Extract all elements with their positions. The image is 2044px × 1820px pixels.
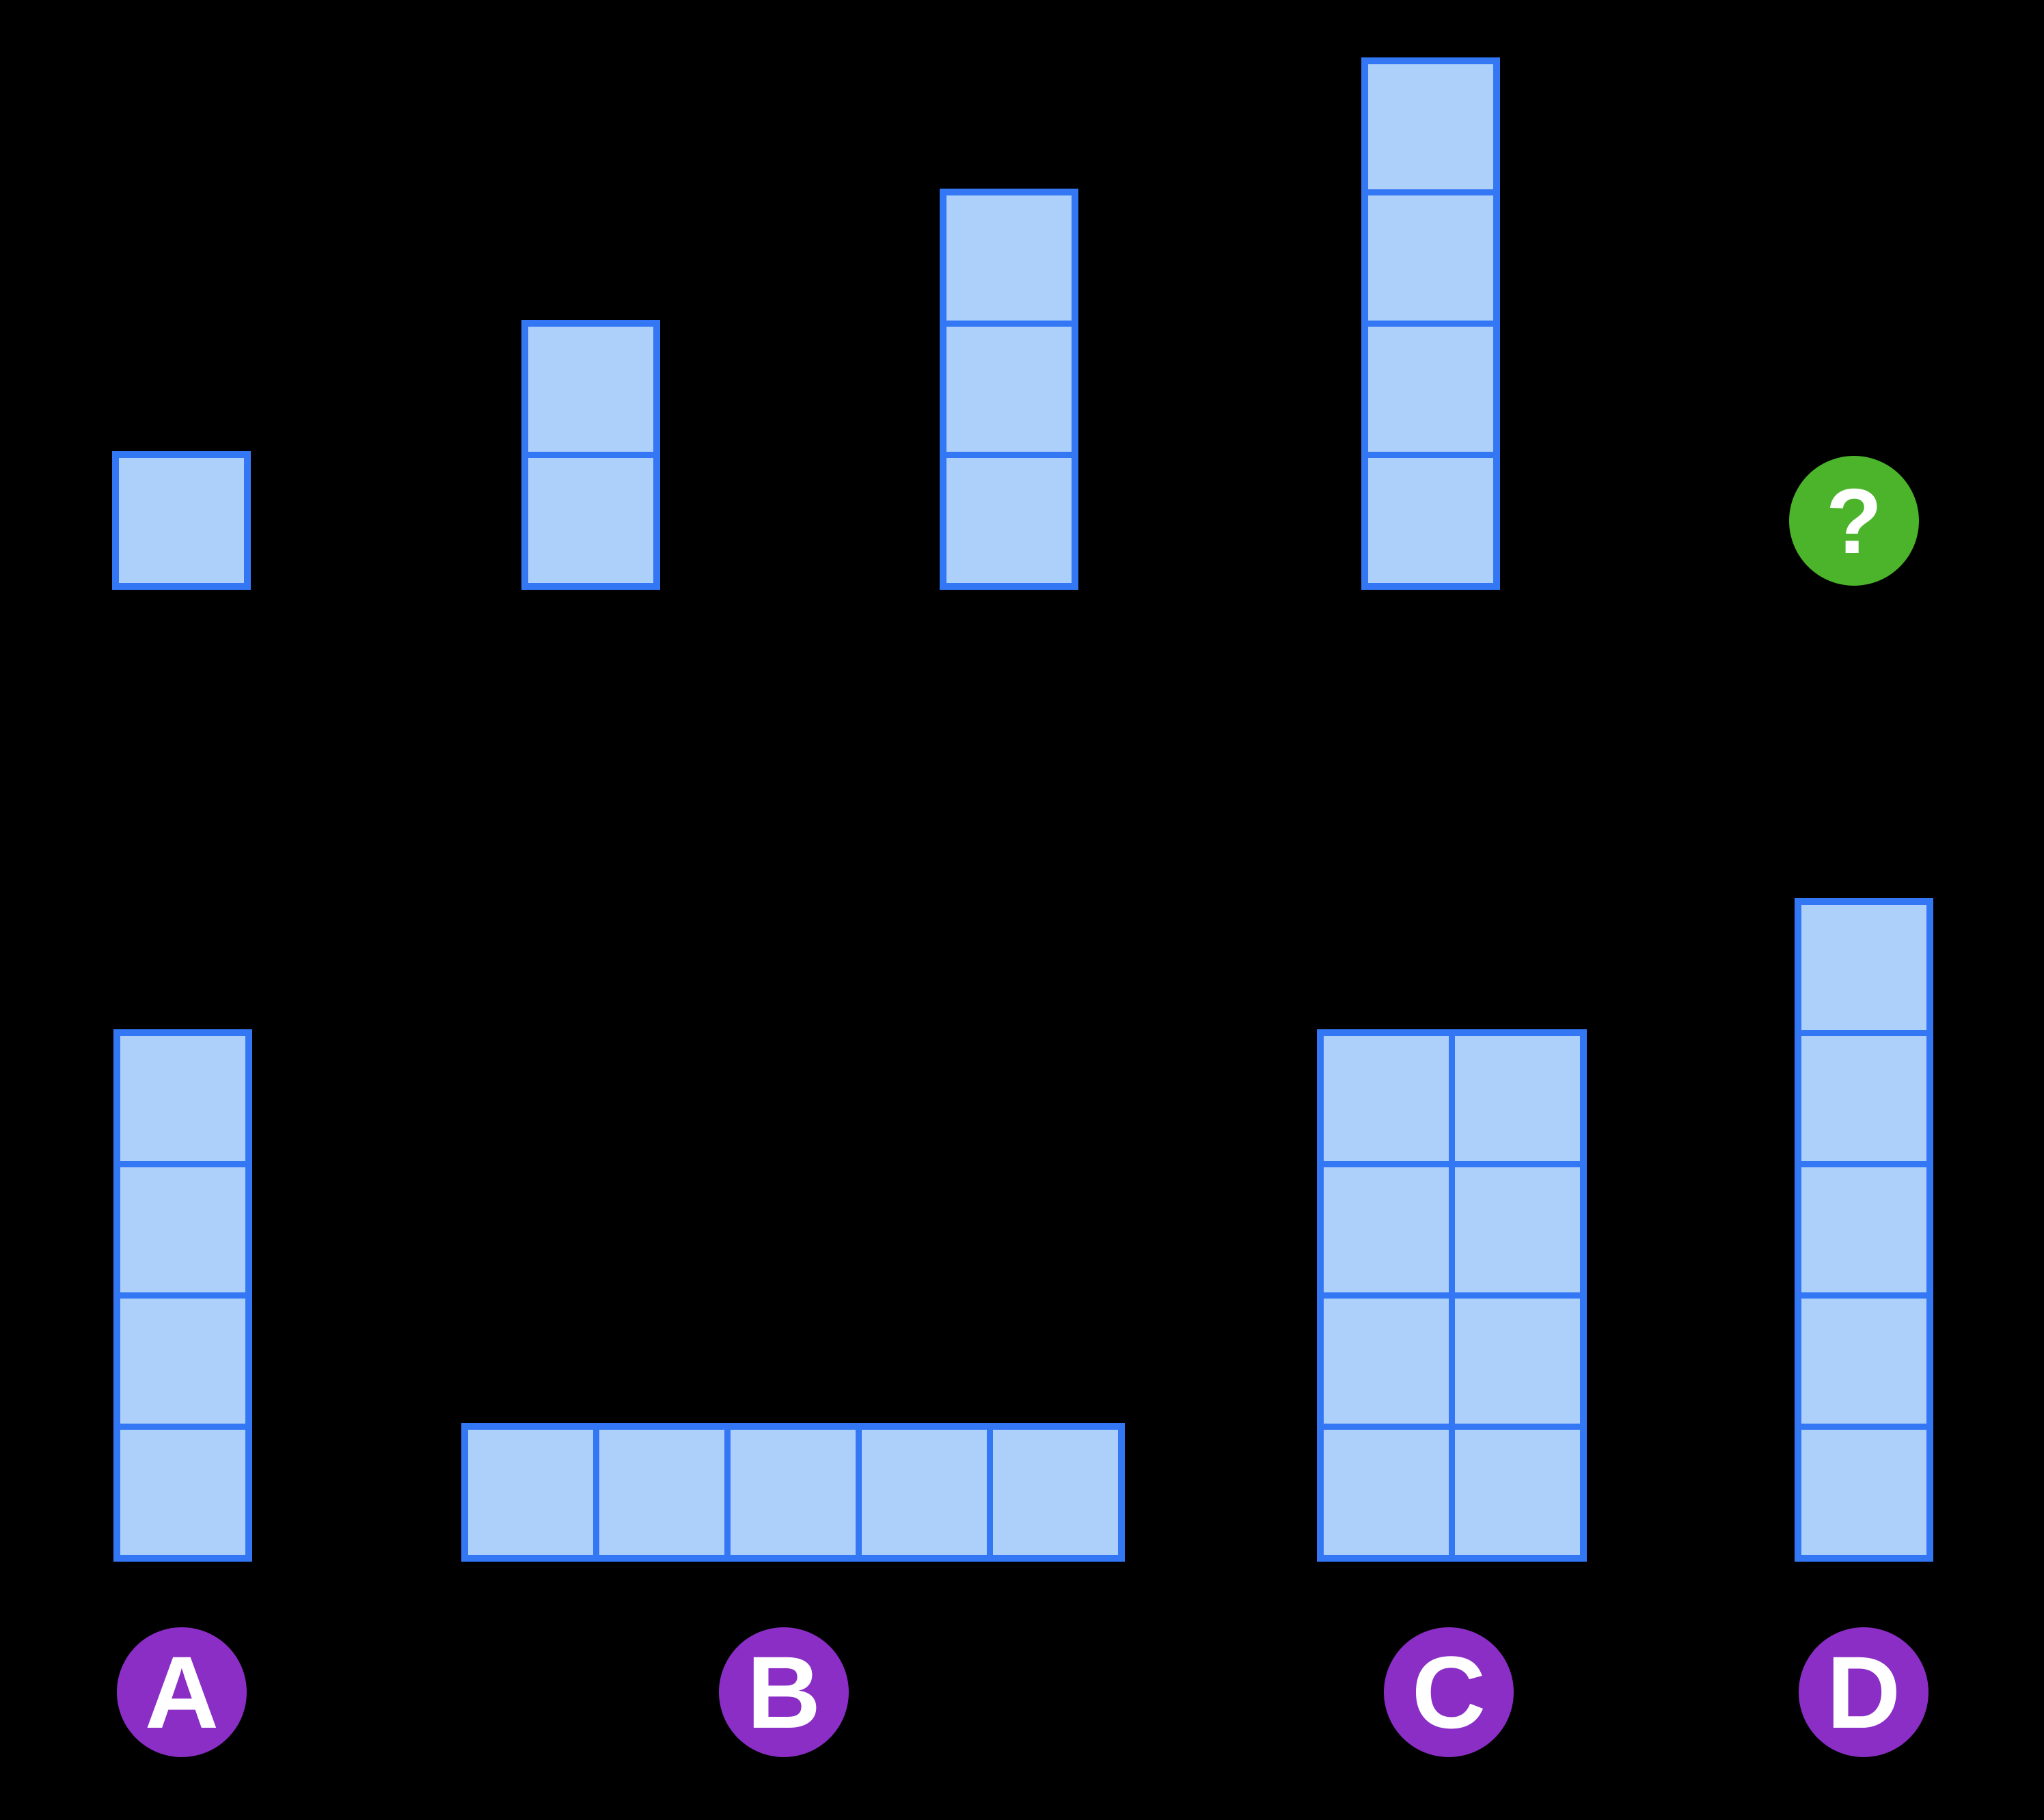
option-a-blocks[interactable] (113, 1029, 252, 1562)
option-b-badge[interactable]: B (719, 1627, 849, 1757)
option-d-blocks[interactable] (1795, 898, 1933, 1562)
block-cell (1801, 1167, 1926, 1292)
block-cell (993, 1430, 1118, 1555)
block-cell (120, 1299, 245, 1424)
block-cell (731, 1430, 856, 1555)
block-cell (1455, 1299, 1580, 1424)
sequence-tower-2 (521, 320, 660, 590)
block-cell (946, 327, 1072, 452)
block-cell (1368, 458, 1493, 583)
block-cell (120, 1430, 245, 1555)
block-cell (1368, 195, 1493, 321)
question-mark-circle: ? (1789, 456, 1919, 586)
block-cell (1801, 905, 1926, 1030)
block-cell (1324, 1036, 1449, 1161)
block-cell (862, 1430, 987, 1555)
block-cell (1324, 1430, 1449, 1555)
block-cell (1801, 1299, 1926, 1424)
block-cell (1368, 327, 1493, 452)
block-cell (119, 458, 244, 583)
sequence-tower-3 (940, 189, 1078, 590)
block-cell (1455, 1036, 1580, 1161)
option-b-label: B (746, 1635, 821, 1750)
option-a-label: A (144, 1635, 219, 1750)
option-c-label: C (1411, 1635, 1486, 1750)
block-cell (468, 1430, 593, 1555)
block-cell (528, 327, 653, 452)
block-cell (120, 1036, 245, 1161)
block-cell (946, 458, 1072, 583)
block-cell (1368, 64, 1493, 189)
option-d-badge[interactable]: D (1799, 1627, 1929, 1757)
block-cell (1801, 1036, 1926, 1161)
block-cell (528, 458, 653, 583)
block-cell (1324, 1167, 1449, 1292)
option-d-label: D (1826, 1635, 1901, 1750)
option-a-badge[interactable]: A (117, 1627, 247, 1757)
block-cell (1324, 1299, 1449, 1424)
block-cell (946, 195, 1072, 321)
sequence-tower-1 (112, 451, 251, 590)
block-cell (599, 1430, 724, 1555)
option-c-blocks[interactable] (1317, 1029, 1587, 1562)
option-c-badge[interactable]: C (1384, 1627, 1514, 1757)
question-mark-text: ? (1825, 469, 1883, 573)
sequence-tower-4 (1361, 57, 1500, 590)
option-b-blocks[interactable] (461, 1423, 1125, 1562)
block-cell (120, 1167, 245, 1292)
block-cell (1455, 1167, 1580, 1292)
block-cell (1801, 1430, 1926, 1555)
block-cell (1455, 1430, 1580, 1555)
